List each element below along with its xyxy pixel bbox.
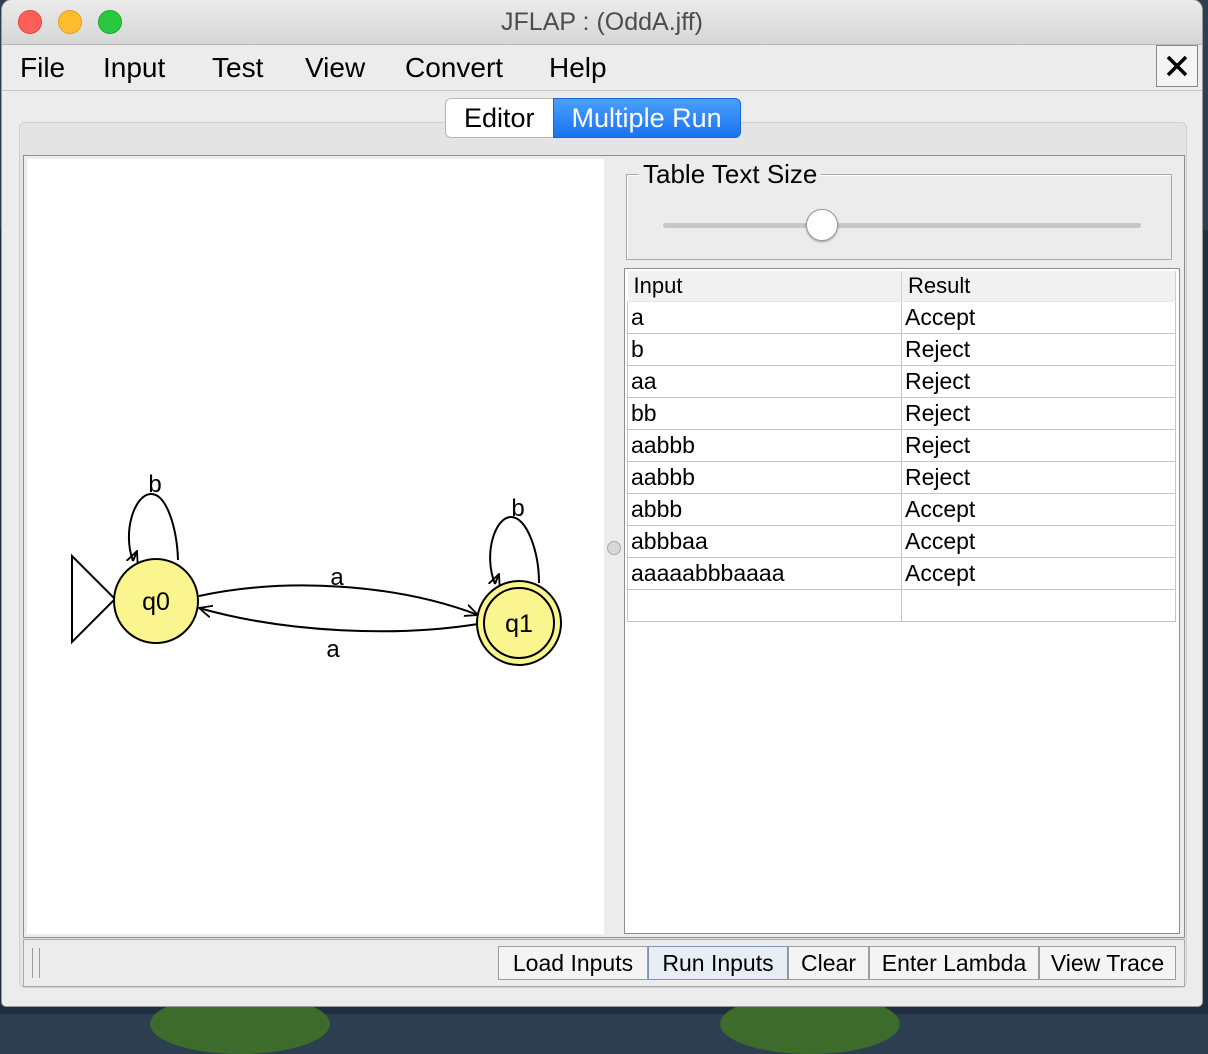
toolbar-grip[interactable] <box>32 948 40 978</box>
input-cell[interactable]: aabbb <box>627 461 902 494</box>
transition-q0-q0[interactable] <box>128 492 179 562</box>
result-cell: Accept <box>901 301 1176 334</box>
input-cell[interactable]: b <box>627 333 902 366</box>
state-label: q1 <box>505 610 533 638</box>
state-circle <box>476 580 562 666</box>
table-row[interactable] <box>627 589 1176 622</box>
text-size-legend: Table Text Size <box>639 159 822 190</box>
close-icon <box>1166 55 1188 77</box>
text-size-group: Table Text Size <box>626 159 1172 260</box>
initial-state-marker <box>71 553 117 645</box>
load-inputs-button[interactable]: Load Inputs <box>498 946 648 980</box>
table-header-row: Input Result <box>627 271 1176 302</box>
automaton-canvas[interactable]: b b a a q0 q1 <box>27 159 604 934</box>
result-cell: Reject <box>901 333 1176 366</box>
tab-editor[interactable]: Editor <box>445 98 553 138</box>
clear-button[interactable]: Clear <box>788 946 869 980</box>
menu-help[interactable]: Help <box>549 52 607 83</box>
menu-input[interactable]: Input <box>103 52 166 83</box>
view-trace-button[interactable]: View Trace <box>1039 946 1176 980</box>
transition-arrowhead <box>495 574 499 584</box>
state-q0[interactable]: q0 <box>113 558 199 644</box>
input-cell[interactable]: abbbaa <box>627 525 902 558</box>
menu-convert[interactable]: Convert <box>405 52 504 83</box>
input-cell[interactable]: a <box>627 301 902 334</box>
title-bar: JFLAP : (OddA.jff) <box>2 0 1202 45</box>
result-cell: Reject <box>901 397 1176 430</box>
result-cell: Accept <box>901 493 1176 526</box>
input-cell[interactable]: abbb <box>627 493 902 526</box>
text-size-slider-track[interactable] <box>663 223 1141 228</box>
tab-multiple-run[interactable]: Multiple Run <box>552 98 741 138</box>
state-circle <box>113 558 199 644</box>
transition-label-q0-q1: a <box>330 564 344 591</box>
close-tab-button[interactable] <box>1156 45 1198 87</box>
result-cell <box>901 589 1176 622</box>
state-q1[interactable]: q1 <box>476 580 562 666</box>
automaton-diagram: b b a a q0 q1 <box>71 471 562 666</box>
result-cell: Reject <box>901 365 1176 398</box>
menu-file[interactable]: File <box>20 52 66 83</box>
multiple-run-content: b b a a q0 q1 <box>23 155 1185 938</box>
result-cell: Accept <box>901 525 1176 558</box>
input-cell[interactable]: aabbb <box>627 429 902 462</box>
text-size-slider-thumb[interactable] <box>805 209 838 241</box>
menu-bar: File Input Test View Convert Help <box>2 45 1202 91</box>
close-window-button[interactable] <box>18 10 42 34</box>
input-cell[interactable]: aaaaabbbaaaa <box>627 557 902 590</box>
run-inputs-button[interactable]: Run Inputs <box>648 946 788 980</box>
transition-label-q1-q1: b <box>511 495 524 522</box>
input-cell[interactable]: aa <box>627 365 902 398</box>
bottom-toolbar: Load Inputs Run Inputs Clear Enter Lambd… <box>23 939 1185 987</box>
transition-label-q1-q0: a <box>326 636 340 663</box>
view-tabs: Editor Multiple Run <box>445 98 741 138</box>
transition-q0-q1[interactable] <box>198 584 478 615</box>
menu-test[interactable]: Test <box>212 52 264 83</box>
transition-label-q0-q0: b <box>148 471 161 498</box>
state-label: q0 <box>142 588 170 616</box>
split-pane-divider[interactable] <box>607 541 621 555</box>
column-header-input[interactable]: Input <box>627 271 902 302</box>
enter-lambda-button[interactable]: Enter Lambda <box>869 946 1039 980</box>
result-cell: Reject <box>901 461 1176 494</box>
transition-q1-q0[interactable] <box>199 608 479 633</box>
transition-arrowhead <box>133 551 137 561</box>
result-cell: Reject <box>901 429 1176 462</box>
jflap-window: JFLAP : (OddA.jff) File Input Test View … <box>2 0 1202 1006</box>
column-header-result[interactable]: Result <box>901 271 1176 302</box>
zoom-window-button[interactable] <box>98 10 122 34</box>
final-state-ring <box>483 587 555 659</box>
window-title: JFLAP : (OddA.jff) <box>501 8 703 36</box>
minimize-window-button[interactable] <box>58 10 82 34</box>
input-cell[interactable]: bb <box>627 397 902 430</box>
menu-view[interactable]: View <box>305 52 366 83</box>
result-cell: Accept <box>901 557 1176 590</box>
transition-q1-q1[interactable] <box>489 515 540 585</box>
input-cell[interactable] <box>627 589 902 622</box>
